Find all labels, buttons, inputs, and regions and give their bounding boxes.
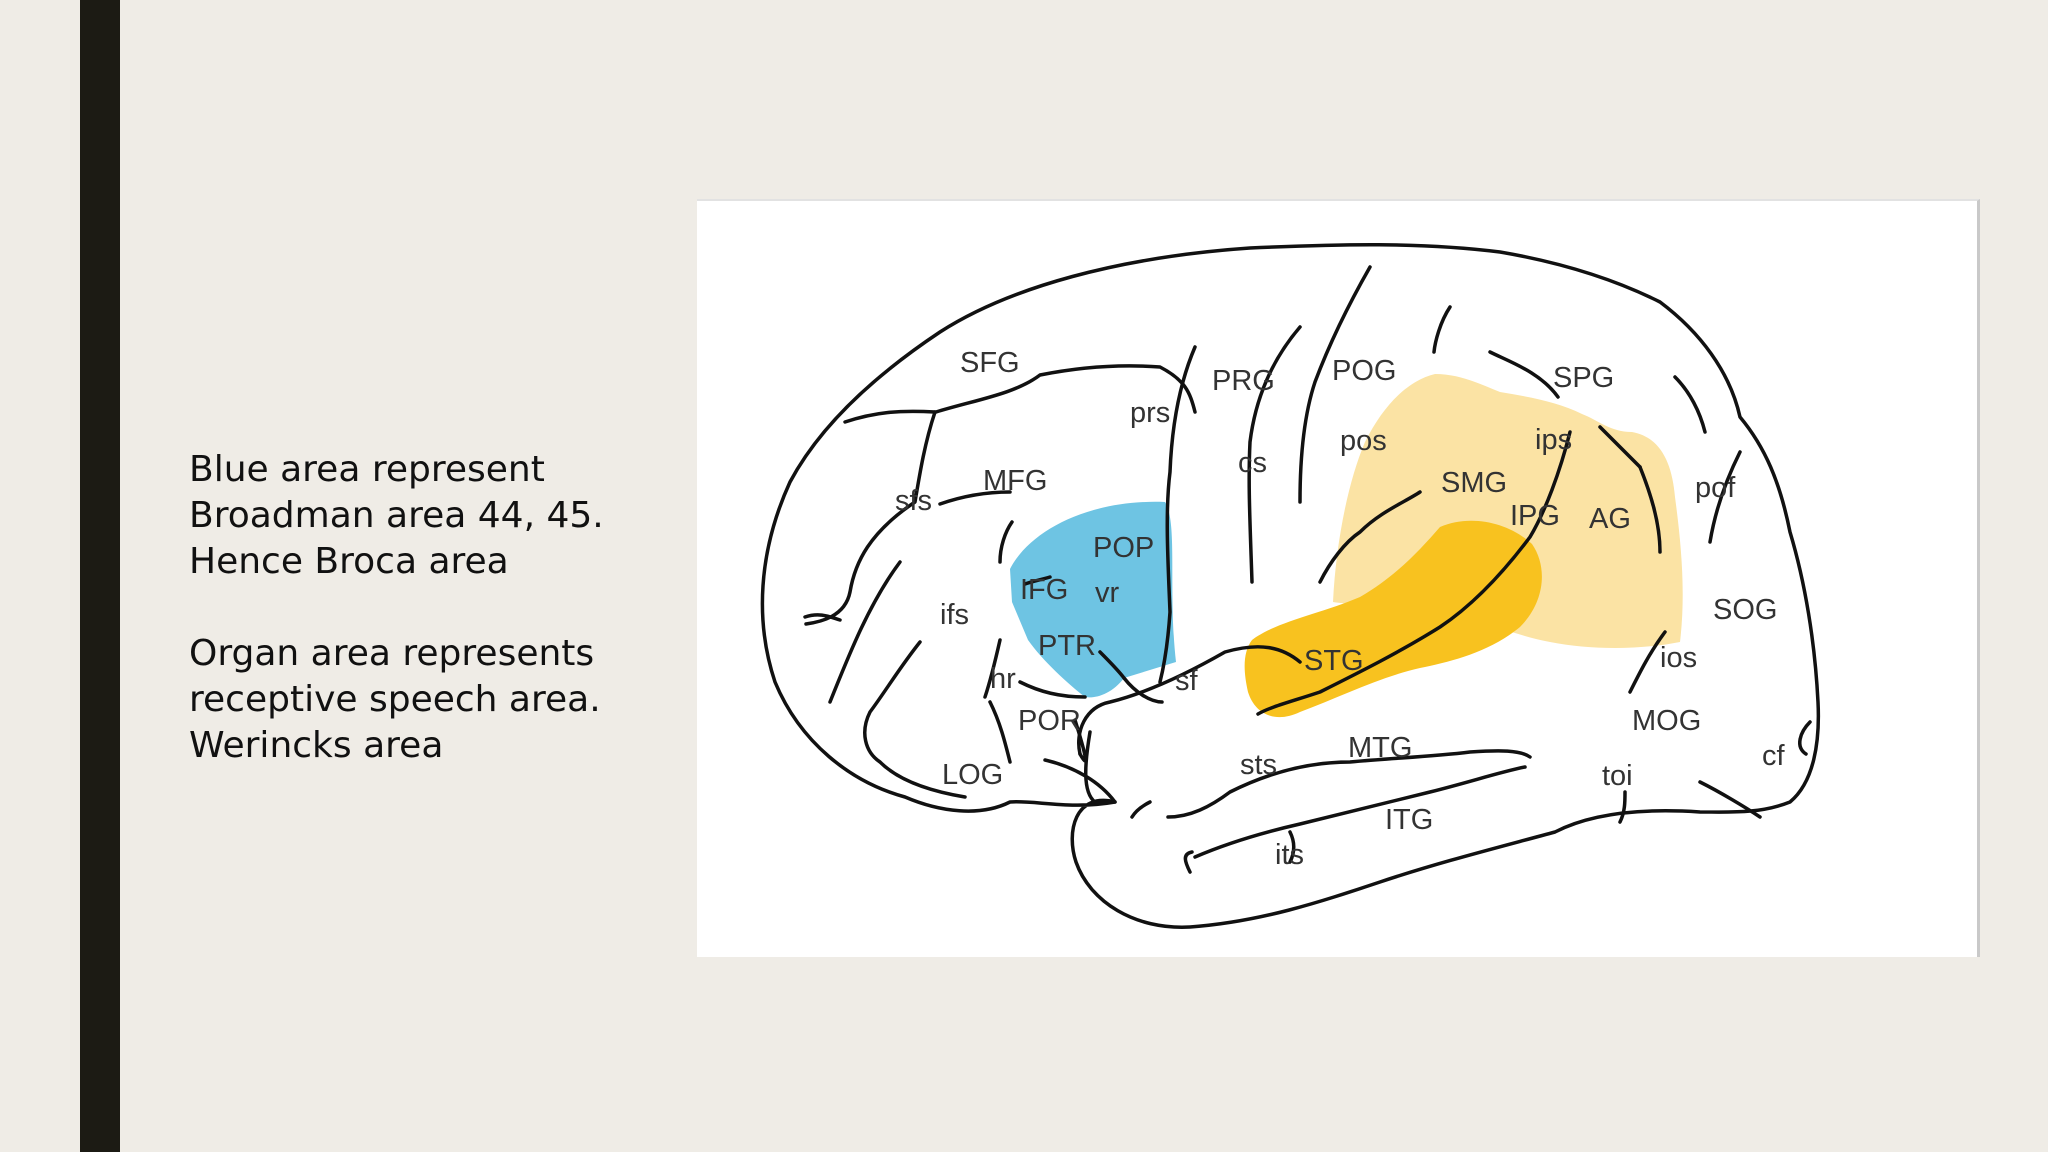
note-line: Hence Broca area	[189, 541, 509, 582]
wernicke-area-dark	[1244, 520, 1542, 718]
label-ifs: ifs	[940, 599, 969, 631]
label-vr: vr	[1095, 577, 1120, 609]
accent-bar	[80, 0, 120, 1152]
label-its: its	[1275, 839, 1304, 871]
label-cs: cs	[1238, 447, 1267, 479]
label-POG: POG	[1332, 355, 1396, 387]
label-SFG: SFG	[960, 347, 1020, 379]
label-hr: hr	[990, 663, 1016, 695]
label-SMG: SMG	[1441, 467, 1507, 499]
note-line: Organ area represents	[189, 633, 595, 674]
label-cf: cf	[1762, 740, 1786, 772]
label-IFG: IFG	[1020, 574, 1068, 606]
label-PTR: PTR	[1038, 630, 1096, 662]
label-sts: sts	[1240, 749, 1277, 781]
label-STG: STG	[1304, 645, 1364, 677]
note-line: receptive speech area.	[189, 679, 601, 720]
label-MFG: MFG	[983, 465, 1047, 497]
brain-svg: SFG PRG POG SPG prs cs pos ips pof sfs M…	[760, 242, 1821, 929]
label-AG: AG	[1589, 503, 1631, 535]
note-line: Blue area represent	[189, 449, 545, 490]
label-SPG: SPG	[1553, 362, 1614, 394]
label-IPG: IPG	[1510, 500, 1560, 532]
label-POP: POP	[1093, 532, 1154, 564]
label-prs: prs	[1130, 397, 1170, 429]
label-SOG: SOG	[1713, 594, 1777, 626]
label-POR: POR	[1018, 705, 1081, 737]
label-pof: pof	[1695, 472, 1736, 504]
label-LOG: LOG	[942, 759, 1003, 791]
label-pos: pos	[1340, 425, 1387, 457]
note-line: Broadman area 44, 45.	[189, 495, 604, 536]
label-ips: ips	[1535, 424, 1572, 456]
label-sf: sf	[1175, 665, 1199, 697]
label-sfs: sfs	[895, 485, 932, 517]
brain-diagram: SFG PRG POG SPG prs cs pos ips pof sfs M…	[697, 199, 1980, 957]
label-MTG: MTG	[1348, 732, 1412, 764]
note-line: Werincks area	[189, 725, 444, 766]
label-ITG: ITG	[1385, 804, 1433, 836]
label-PRG: PRG	[1212, 365, 1275, 397]
broca-area	[1010, 501, 1176, 698]
label-ios: ios	[1660, 642, 1697, 674]
label-toi: toi	[1602, 760, 1633, 792]
label-MOG: MOG	[1632, 705, 1701, 737]
brain-outline	[760, 242, 1821, 929]
slide-notes: Blue area represent Broadman area 44, 45…	[189, 447, 659, 769]
